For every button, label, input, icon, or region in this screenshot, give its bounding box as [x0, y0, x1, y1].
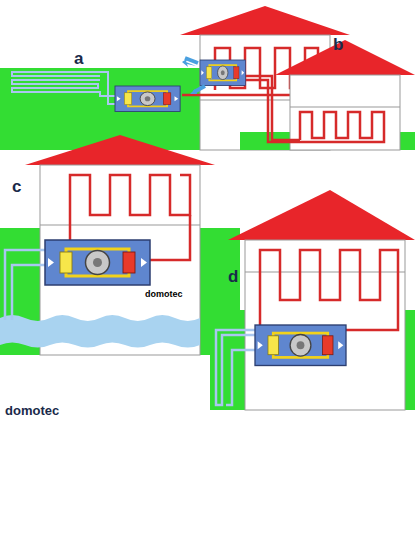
- panel-letter: c: [12, 178, 21, 195]
- brand-mark: domotec: [5, 404, 59, 417]
- panel-letter: b: [333, 36, 343, 53]
- panel-letter: d: [228, 268, 238, 285]
- panel-letter: a: [74, 50, 83, 67]
- brand-mark: domotec: [145, 290, 183, 299]
